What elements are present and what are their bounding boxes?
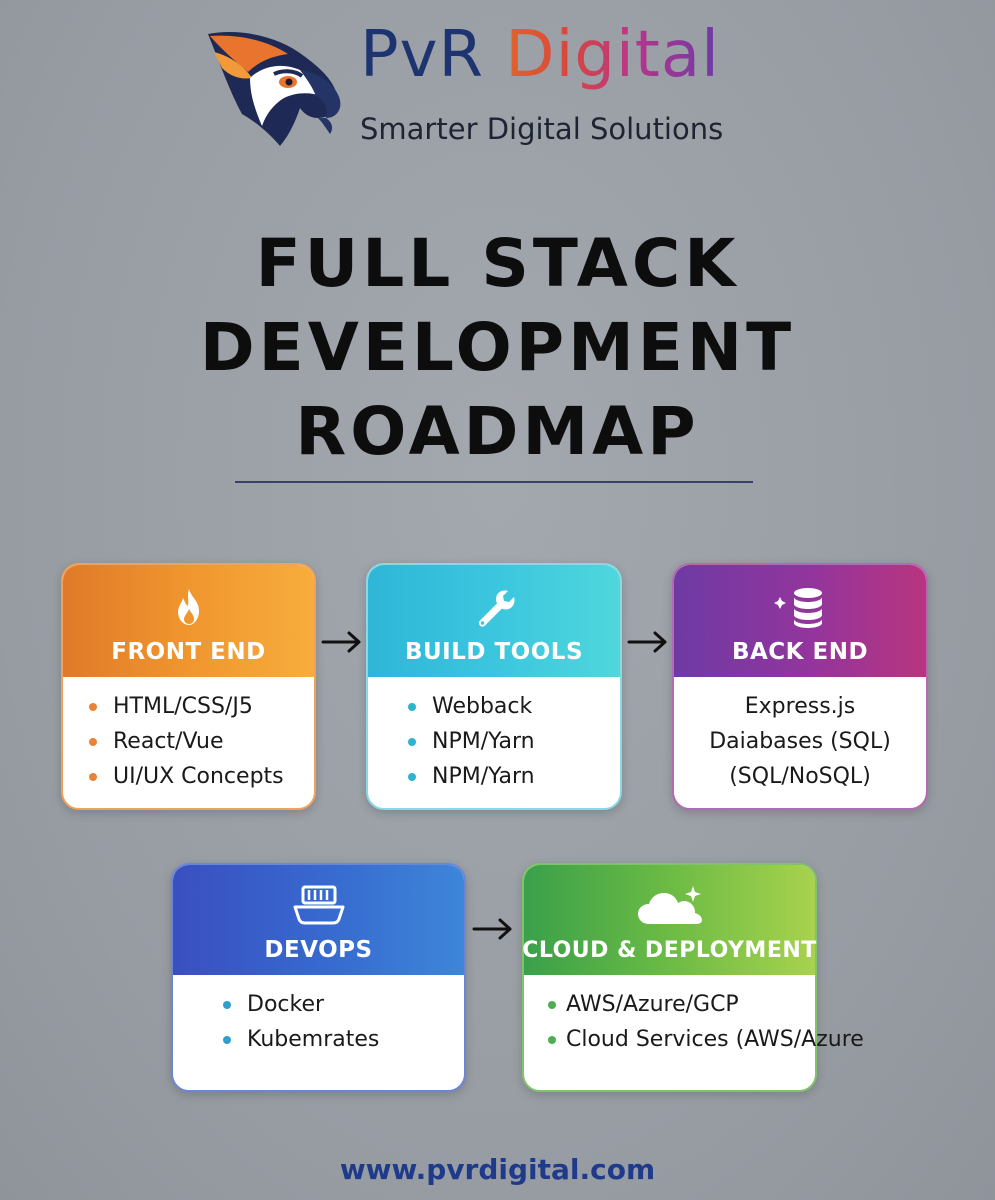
card-cloud-label: CLOUD & DEPLOYMENT [522, 938, 817, 963]
title-line-1: FULL STACK [255, 225, 740, 302]
card-buildtools-body: Webback NPM/Yarn NPM/Yarn [368, 677, 620, 794]
list-item-text: Webback [432, 694, 533, 719]
container-icon [293, 885, 344, 925]
list-item: Kubemrates [223, 1022, 464, 1057]
card-buildtools-label: BUILD TOOLS [404, 639, 584, 665]
footer-website-link[interactable]: www.pvrdigital.com [339, 1153, 656, 1186]
card-backend: BACK END Express.js Daiabases (SQL) (SQL… [672, 563, 928, 810]
list-item-text: Express.js [744, 694, 856, 719]
flame-icon [177, 589, 199, 625]
list-item-text: NPM/Yarn [432, 764, 535, 789]
bullet-dot [408, 772, 416, 781]
title-divider [235, 481, 753, 483]
card-devops-body: Docker Kubemrates [173, 975, 464, 1057]
list-item-text: HTML/CSS/J5 [113, 694, 253, 719]
brand-tagline: Smarter Digital Solutions [360, 112, 724, 146]
bullet-dot [223, 1000, 231, 1009]
card-buildtools: BUILD TOOLS Webback NPM/Yarn NPM/Yarn [366, 563, 622, 810]
list-item: NPM/Yarn [408, 759, 620, 794]
title-line-3: ROADMAP [295, 393, 700, 470]
card-frontend-header: FRONT END [63, 565, 314, 677]
list-item-text: AWS/Azure/GCP [566, 992, 739, 1017]
arrow-right-icon [472, 918, 512, 940]
list-item-text: UI/UX Concepts [113, 764, 284, 789]
page-title: FULL STACK DEVELOPMENT ROADMAP [0, 222, 995, 474]
card-buildtools-header: BUILD TOOLS [368, 565, 620, 677]
brand-name-pvr: PvR [360, 18, 484, 92]
bullet-dot [408, 702, 416, 711]
database-icon [774, 588, 822, 628]
list-item-text: (SQL/NoSQL) [729, 764, 871, 789]
title-line-2: DEVELOPMENT [199, 309, 796, 386]
bullet-dot [223, 1035, 231, 1044]
bullet-dot [548, 1000, 556, 1009]
card-frontend-list: HTML/CSS/J5 React/Vue UI/UX Concepts [63, 689, 314, 794]
list-item: Daiabases (SQL) [674, 724, 926, 759]
cloud-icon [637, 886, 702, 924]
list-item: AWS/Azure/GCP [548, 987, 815, 1022]
list-item: HTML/CSS/J5 [89, 689, 314, 724]
list-item: Docker [223, 987, 464, 1022]
list-item-text: Cloud Services (AWS/Azure [566, 1027, 864, 1052]
card-buildtools-list: Webback NPM/Yarn NPM/Yarn [368, 689, 620, 794]
arrow-right-icon [627, 631, 667, 653]
bullet-dot [89, 737, 97, 746]
bullet-dot [408, 737, 416, 746]
card-frontend-body: HTML/CSS/J5 React/Vue UI/UX Concepts [63, 677, 314, 794]
card-cloud-body: AWS/Azure/GCP Cloud Services (AWS/Azure [524, 975, 864, 1057]
card-cloud: CLOUD & DEPLOYMENT AWS/Azure/GCP Cloud S… [522, 863, 864, 1092]
card-devops-header: DEVOPS [173, 865, 464, 975]
card-devops: DEVOPS Docker Kubemrates [171, 863, 466, 1092]
bullet-dot [89, 772, 97, 781]
list-item: React/Vue [89, 724, 314, 759]
list-item-text: NPM/Yarn [432, 729, 535, 754]
card-backend-list: Express.js Daiabases (SQL) (SQL/NoSQL) [674, 689, 926, 794]
brand-name: PvR Digital [360, 10, 720, 100]
list-item: UI/UX Concepts [89, 759, 314, 794]
list-item: NPM/Yarn [408, 724, 620, 759]
card-cloud-list: AWS/Azure/GCP Cloud Services (AWS/Azure [524, 987, 864, 1057]
card-frontend-label: FRONT END [111, 639, 266, 665]
card-devops-label: DEVOPS [264, 937, 373, 963]
bullet-dot [548, 1035, 556, 1044]
wrench-icon [478, 590, 515, 627]
list-item: Express.js [674, 689, 926, 724]
card-backend-label: BACK END [731, 639, 869, 665]
brand-name-digital: Digital [505, 18, 720, 92]
bullet-dot [89, 702, 97, 711]
list-item-text: React/Vue [113, 729, 224, 754]
card-frontend: FRONT END HTML/CSS/J5 React/Vue UI/UX Co… [61, 563, 316, 810]
list-item-text: Docker [247, 992, 325, 1017]
hawk-logo-icon [208, 32, 341, 146]
list-item: (SQL/NoSQL) [674, 759, 926, 794]
card-cloud-header: CLOUD & DEPLOYMENT [522, 865, 817, 975]
list-item-text: Kubemrates [247, 1027, 380, 1052]
arrow-right-icon [321, 631, 361, 653]
list-item: Webback [408, 689, 620, 724]
card-backend-header: BACK END [674, 565, 926, 677]
list-item-text: Daiabases (SQL) [709, 729, 891, 754]
card-devops-list: Docker Kubemrates [173, 987, 464, 1057]
list-item: Cloud Services (AWS/Azure [548, 1022, 864, 1057]
card-backend-body: Express.js Daiabases (SQL) (SQL/NoSQL) [674, 677, 926, 794]
